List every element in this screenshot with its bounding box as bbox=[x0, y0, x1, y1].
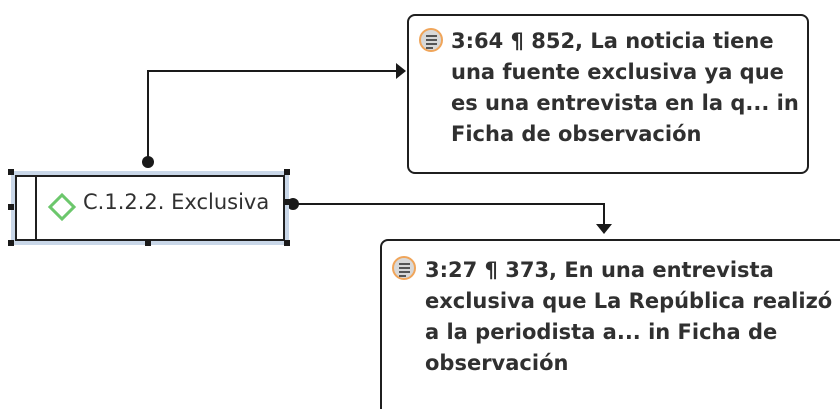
resize-handle-bottom-right[interactable] bbox=[284, 240, 290, 246]
link-code-to-quote-1[interactable] bbox=[147, 70, 396, 163]
resize-handle-bottom[interactable] bbox=[145, 240, 151, 246]
quotation-text: 3:64 ¶ 852, La noticia tiene una fuente … bbox=[451, 29, 799, 146]
resize-handle-top-left[interactable] bbox=[8, 169, 14, 175]
link-anchor-dot[interactable] bbox=[287, 198, 299, 210]
link-arrowhead bbox=[596, 224, 612, 234]
code-node-stripe bbox=[35, 177, 37, 239]
quotation-text: 3:27 ¶ 373, En una entrevista exclusiva … bbox=[425, 258, 833, 375]
link-anchor-dot[interactable] bbox=[142, 156, 154, 168]
link-layer bbox=[142, 63, 612, 234]
quotation-node[interactable]: 3:64 ¶ 852, La noticia tiene una fuente … bbox=[407, 14, 809, 174]
resize-handle-left[interactable] bbox=[8, 204, 14, 210]
resize-handle-right[interactable] bbox=[284, 199, 290, 205]
code-node-label: C.1.2.2. Exclusiva bbox=[83, 190, 270, 214]
link-arrowhead bbox=[396, 63, 406, 79]
quotation-icon bbox=[392, 256, 416, 280]
link-code-to-quote-2[interactable] bbox=[293, 203, 605, 224]
resize-handle-bottom-left[interactable] bbox=[8, 240, 14, 246]
code-diamond-icon bbox=[47, 192, 77, 222]
quotation-icon bbox=[419, 28, 443, 52]
resize-handle-top-right[interactable] bbox=[284, 169, 290, 175]
quotation-node[interactable]: 3:27 ¶ 373, En una entrevista exclusiva … bbox=[380, 239, 840, 409]
code-node[interactable]: C.1.2.2. Exclusiva bbox=[11, 171, 289, 245]
